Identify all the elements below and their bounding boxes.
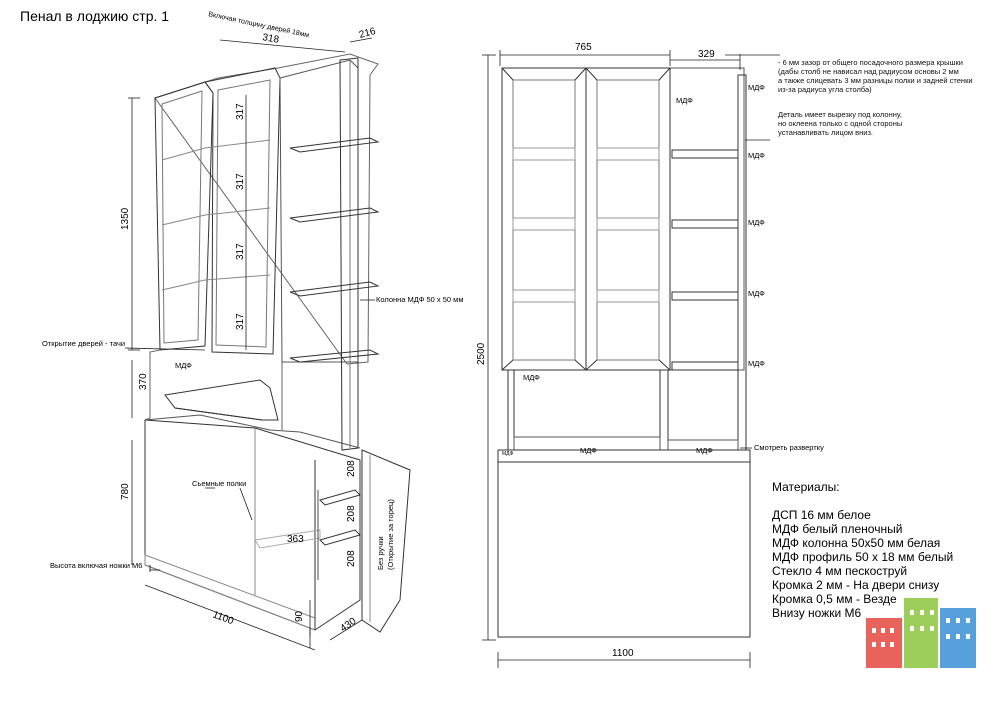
gap-note-line: а также слицевать 3 мм разницы полки и з… (778, 76, 973, 85)
gap-note-line: - 6 мм зазор от общего посадочного разме… (778, 58, 963, 67)
no-handle-sub-label: (Открытие за торец) (386, 499, 395, 570)
mdf-label-2: МДФ (748, 83, 765, 92)
dim-208-a: 208 (346, 460, 357, 477)
material-item: Кромка 0,5 мм - Везде (772, 592, 897, 606)
page-title: Пенал в лоджию стр. 1 (20, 8, 170, 24)
material-item: МДФ белый пленочный (772, 522, 903, 536)
dim-208-c: 208 (346, 550, 357, 567)
mdf-label-3: МДФ (748, 151, 765, 160)
dim-765: 765 (575, 42, 592, 53)
mdf-label-6: МДФ (748, 359, 765, 368)
dim-318: 318 (261, 32, 280, 46)
dim-317-d: 317 (235, 313, 246, 330)
column-label: Колонна МДФ 50 x 50 мм (376, 295, 464, 304)
dim-370: 370 (138, 373, 149, 390)
dim-208-b: 208 (346, 505, 357, 522)
mdf-label-small: МДФ (502, 451, 513, 457)
dim-1350: 1350 (120, 207, 131, 230)
mdf-label-4: МДФ (748, 218, 765, 227)
gap-note-line: из-за радиуса угла столба) (778, 85, 872, 94)
isometric-cabinet (144, 53, 411, 636)
cutout-note-line: устанавливать лицом вниз. (778, 128, 873, 137)
dim-430: 430 (338, 616, 358, 635)
no-handle-label: Без ручки (376, 536, 385, 570)
materials-list: ДСП 16 мм белое МДФ белый пленочный МДФ … (772, 508, 953, 620)
left-dimension-lines (124, 37, 375, 651)
door-thickness-note: Включая толщину дверей 18мм (208, 10, 310, 39)
dim-363: 363 (287, 534, 304, 545)
gap-note: - 6 мм зазор от общего посадочного разме… (778, 58, 973, 94)
mdf-label-9: МДФ (696, 446, 713, 455)
mdf-label-8: МДФ (580, 446, 597, 455)
mdf-label-7: МДФ (523, 373, 540, 382)
logo-icon (866, 598, 976, 668)
mdf-label-iso: МДФ (175, 361, 192, 370)
material-item: Стекло 4 мм пескоструй (772, 564, 908, 578)
removable-shelves-label: Сьемные полки (192, 479, 246, 488)
gap-note-line: (дабы столб не нависал над радиусом осно… (778, 67, 959, 76)
cutout-note-line: Деталь имеет вырезку под колонну, (778, 110, 902, 119)
dim-317-a: 317 (235, 103, 246, 120)
dim-317-b: 317 (235, 173, 246, 190)
material-item: Кромка 2 мм - На двери снизу (772, 578, 940, 592)
materials-heading: Материалы: (772, 480, 840, 494)
cutout-note-line: но оклеена только с одной стороны (778, 119, 903, 128)
dim-2500: 2500 (476, 342, 487, 365)
dim-1100-left: 1100 (211, 609, 235, 627)
material-item: Внизу ножки М6 (772, 606, 862, 620)
see-unfold-label: Смотреть развертку (754, 443, 824, 452)
material-item: ДСП 16 мм белое (772, 508, 871, 522)
cutout-note: Деталь имеет вырезку под колонну, но окл… (778, 110, 902, 137)
mdf-label-5: МДФ (748, 289, 765, 298)
dim-90: 90 (294, 610, 305, 622)
front-view-cabinet (497, 67, 751, 638)
dim-216: 216 (358, 26, 377, 41)
dim-317-c: 317 (235, 243, 246, 260)
dim-780: 780 (120, 483, 131, 500)
front-dimension-lines (482, 50, 780, 668)
material-item: МДФ колонна 50х50 мм белая (772, 536, 941, 550)
material-item: МДФ профиль 50 х 18 мм белый (772, 550, 954, 564)
dim-329: 329 (698, 49, 715, 60)
legs-height-label: Высота включая ножки М6 (50, 561, 142, 570)
door-open-label: Открытие дверей - тачи (42, 339, 125, 348)
mdf-label-1: МДФ (676, 96, 693, 105)
dim-1100-front: 1100 (612, 648, 634, 659)
